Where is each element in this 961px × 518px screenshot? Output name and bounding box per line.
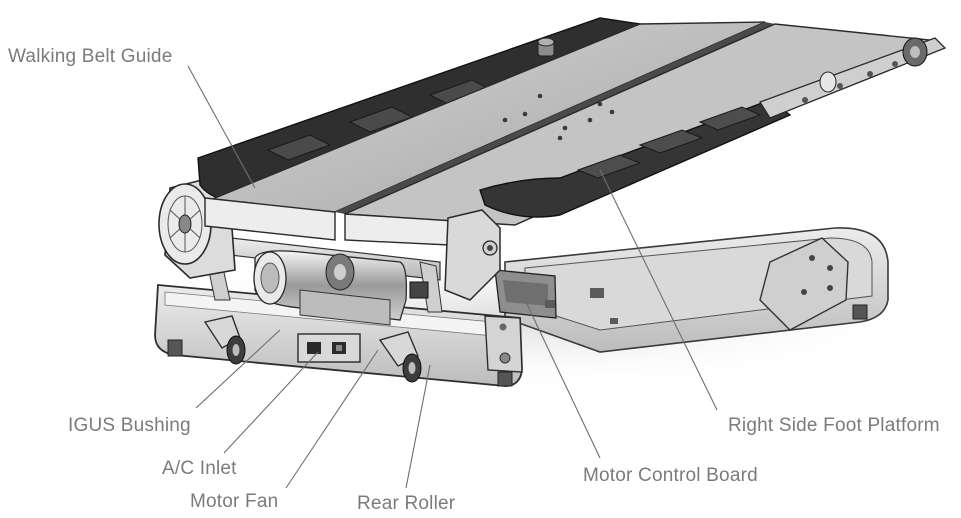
label-motor-control-board: Motor Control Board	[583, 465, 758, 486]
caster-left	[203, 315, 246, 365]
leader-lines	[187, 65, 718, 489]
label-rear-roller: Rear Roller	[357, 493, 456, 514]
leader-motor-fan	[285, 349, 379, 489]
leader-ac-inlet	[223, 351, 319, 454]
label-right-side-foot-platform: Right Side Foot Platform	[728, 415, 940, 436]
right-support-bracket	[759, 237, 849, 331]
walking-deck	[197, 17, 933, 247]
leader-rear-roller	[405, 364, 431, 489]
ac-inlet-module	[297, 333, 361, 363]
leader-walking-belt-guide	[187, 65, 256, 189]
callout-labels: Walking Belt Guide IGUS Bushing A/C Inle…	[8, 46, 940, 514]
drive-mechanism	[204, 234, 618, 326]
front-roller-housing	[158, 177, 236, 279]
caster-right	[378, 331, 422, 383]
leader-igus-bushing	[195, 329, 281, 409]
label-igus-bushing: IGUS Bushing	[68, 415, 191, 436]
label-motor-fan: Motor Fan	[190, 491, 278, 512]
rear-knob	[537, 37, 555, 57]
label-ac-inlet: A/C Inlet	[162, 458, 237, 479]
leader-motor-control-board	[524, 299, 601, 459]
base-frame	[504, 227, 889, 353]
right-foot-platform	[479, 37, 947, 218]
label-walking-belt-guide: Walking Belt Guide	[8, 46, 172, 67]
right-roller-bracket	[444, 209, 501, 301]
leader-right-side-foot-platform	[599, 169, 718, 411]
